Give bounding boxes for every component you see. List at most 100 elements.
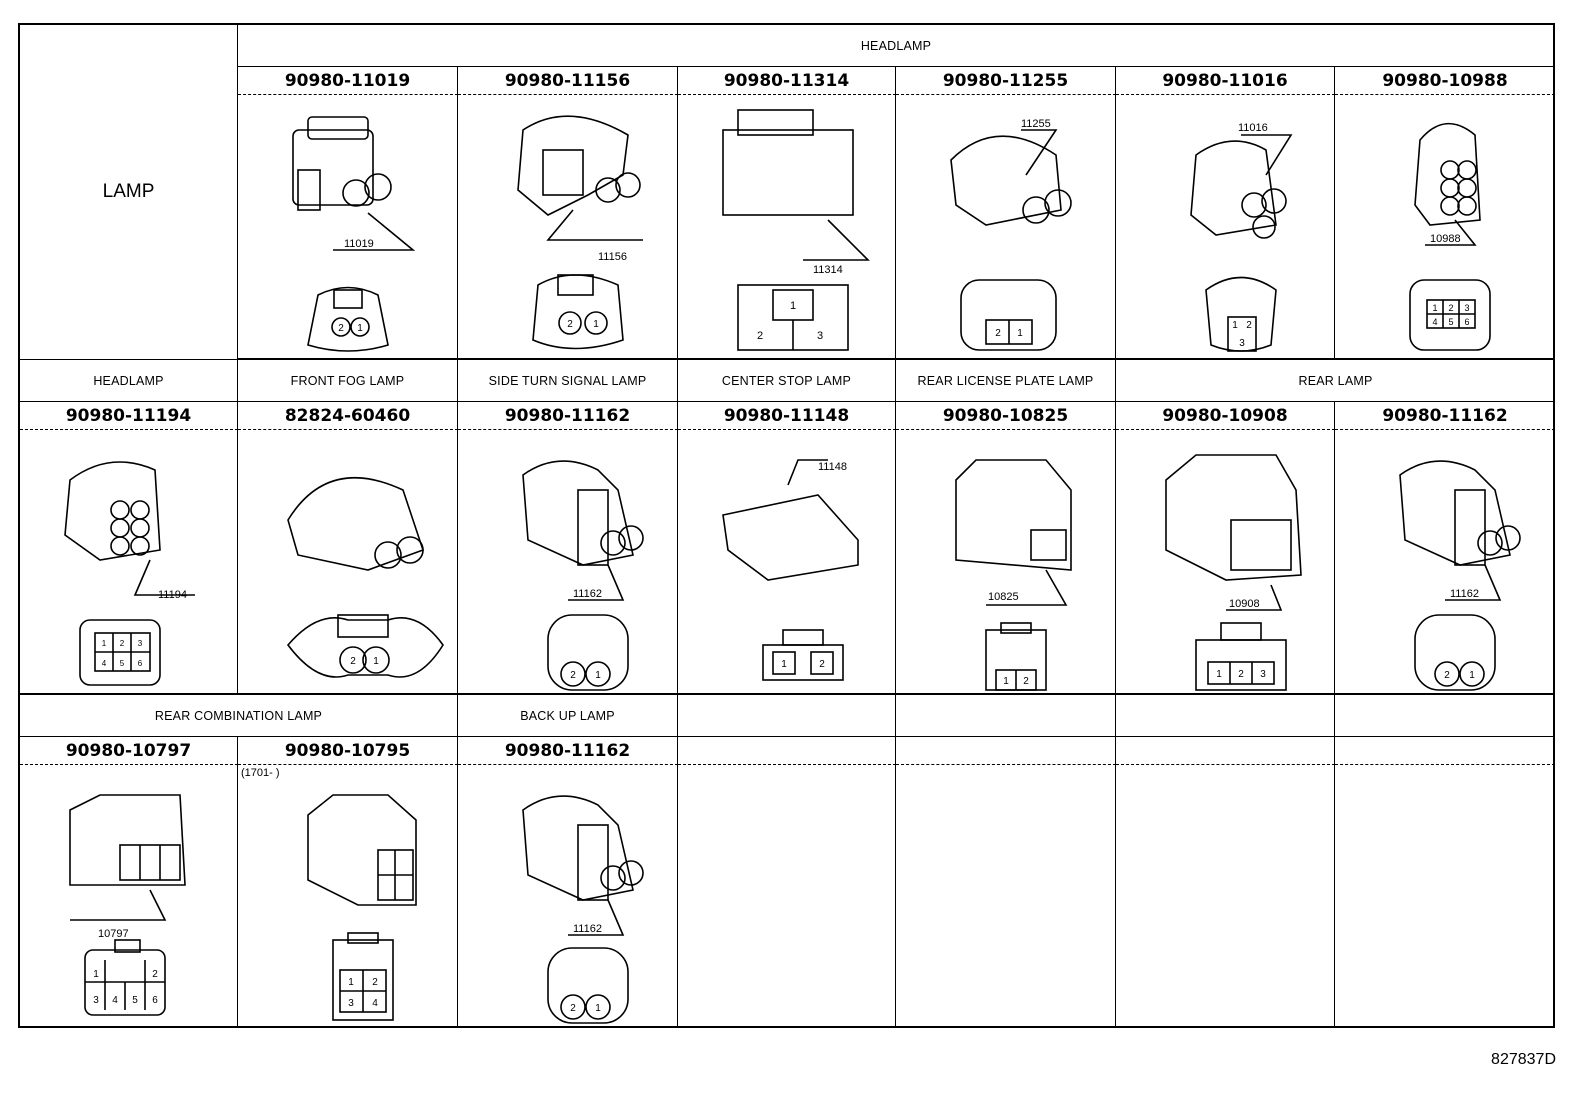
empty-part-cell xyxy=(678,737,896,765)
row2-header: REAR LAMP xyxy=(1116,360,1555,402)
callout-label: 10825 xyxy=(988,591,1019,603)
svg-text:3: 3 xyxy=(138,639,143,648)
part-number: 90980-11314 xyxy=(678,67,896,95)
callout-label: 10988 xyxy=(1430,233,1461,245)
svg-text:5: 5 xyxy=(120,659,125,668)
svg-text:1: 1 xyxy=(1232,320,1238,331)
svg-text:1: 1 xyxy=(348,977,354,988)
empty-header-cell xyxy=(678,695,896,737)
svg-text:6: 6 xyxy=(152,995,158,1006)
svg-text:3: 3 xyxy=(93,995,99,1006)
svg-text:2: 2 xyxy=(338,323,344,334)
part-number: 90980-11255 xyxy=(896,67,1116,95)
svg-text:2: 2 xyxy=(350,656,356,667)
connector-drawing: 11148 1 2 xyxy=(722,459,859,681)
connector-figure: 11148 1 2 xyxy=(678,430,896,695)
date-note: (1701- ) xyxy=(241,767,280,779)
callout-label: 11255 xyxy=(1021,118,1051,130)
svg-text:4: 4 xyxy=(102,659,107,668)
part-number: 90980-11162 xyxy=(458,737,678,765)
svg-text:1: 1 xyxy=(593,319,599,330)
svg-text:2: 2 xyxy=(1246,320,1252,331)
callout-label: 11016 xyxy=(1238,122,1268,134)
empty-figure-cell xyxy=(1335,765,1555,1028)
callout-label: 11314 xyxy=(813,264,843,276)
part-number: 90980-11162 xyxy=(458,402,678,430)
svg-text:2: 2 xyxy=(372,977,378,988)
svg-text:6: 6 xyxy=(1464,317,1469,327)
row1-group-header: HEADLAMP xyxy=(238,25,1555,67)
empty-part-cell xyxy=(1116,737,1335,765)
svg-text:1: 1 xyxy=(93,969,99,980)
empty-part-cell xyxy=(896,737,1116,765)
part-number: 90980-11016 xyxy=(1116,67,1335,95)
callout-label: 11194 xyxy=(158,589,187,601)
empty-header-cell xyxy=(896,695,1116,737)
connector-table: LAMP HEADLAMP 90980-11019 90980-11156 90… xyxy=(18,23,1555,1028)
svg-text:2: 2 xyxy=(1023,676,1029,687)
svg-text:2: 2 xyxy=(819,659,825,670)
svg-text:1: 1 xyxy=(1017,328,1023,339)
svg-text:4: 4 xyxy=(372,998,378,1009)
svg-text:2: 2 xyxy=(567,319,573,330)
svg-text:3: 3 xyxy=(1464,303,1469,313)
part-number: 90980-11019 xyxy=(238,67,458,95)
empty-figure-cell xyxy=(896,765,1116,1028)
empty-part-cell xyxy=(1335,737,1555,765)
svg-text:2: 2 xyxy=(1238,669,1244,680)
connector-drawing: 11255 2 1 xyxy=(950,118,1072,351)
svg-text:1: 1 xyxy=(1432,303,1437,313)
row3-header: BACK UP LAMP xyxy=(458,695,678,737)
empty-header-cell xyxy=(1335,695,1555,737)
svg-text:5: 5 xyxy=(132,995,138,1006)
svg-text:1: 1 xyxy=(781,659,787,670)
part-number: 90980-11162 xyxy=(1335,402,1555,430)
svg-text:3: 3 xyxy=(1260,669,1266,680)
callout-label: 11162 xyxy=(573,923,602,935)
empty-figure-cell xyxy=(1116,765,1335,1028)
svg-text:2: 2 xyxy=(995,328,1001,339)
part-number: 90980-10908 xyxy=(1116,402,1335,430)
svg-text:5: 5 xyxy=(1448,317,1453,327)
part-number: 90980-11194 xyxy=(20,402,238,430)
svg-text:6: 6 xyxy=(138,659,143,668)
callout-label: 11148 xyxy=(818,461,847,473)
callout-label: 11162 xyxy=(1450,588,1479,600)
part-number: 90980-10797 xyxy=(20,737,238,765)
svg-text:1: 1 xyxy=(373,656,379,667)
svg-text:1: 1 xyxy=(790,300,796,312)
corner-label-cell: LAMP xyxy=(20,25,238,360)
svg-text:2: 2 xyxy=(570,670,576,681)
part-number: 82824-60460 xyxy=(238,402,458,430)
row2-header: HEADLAMP xyxy=(20,360,238,402)
callout-label: 11019 xyxy=(344,238,374,250)
svg-text:2: 2 xyxy=(152,969,158,980)
connector-figure: 11255 2 1 xyxy=(896,95,1116,360)
row3-header: REAR COMBINATION LAMP xyxy=(20,695,458,737)
svg-text:1: 1 xyxy=(595,1003,601,1014)
svg-text:3: 3 xyxy=(817,330,823,342)
empty-figure-cell xyxy=(678,765,896,1028)
svg-text:1: 1 xyxy=(595,670,601,681)
reference-code: 827837D xyxy=(1491,1051,1556,1068)
